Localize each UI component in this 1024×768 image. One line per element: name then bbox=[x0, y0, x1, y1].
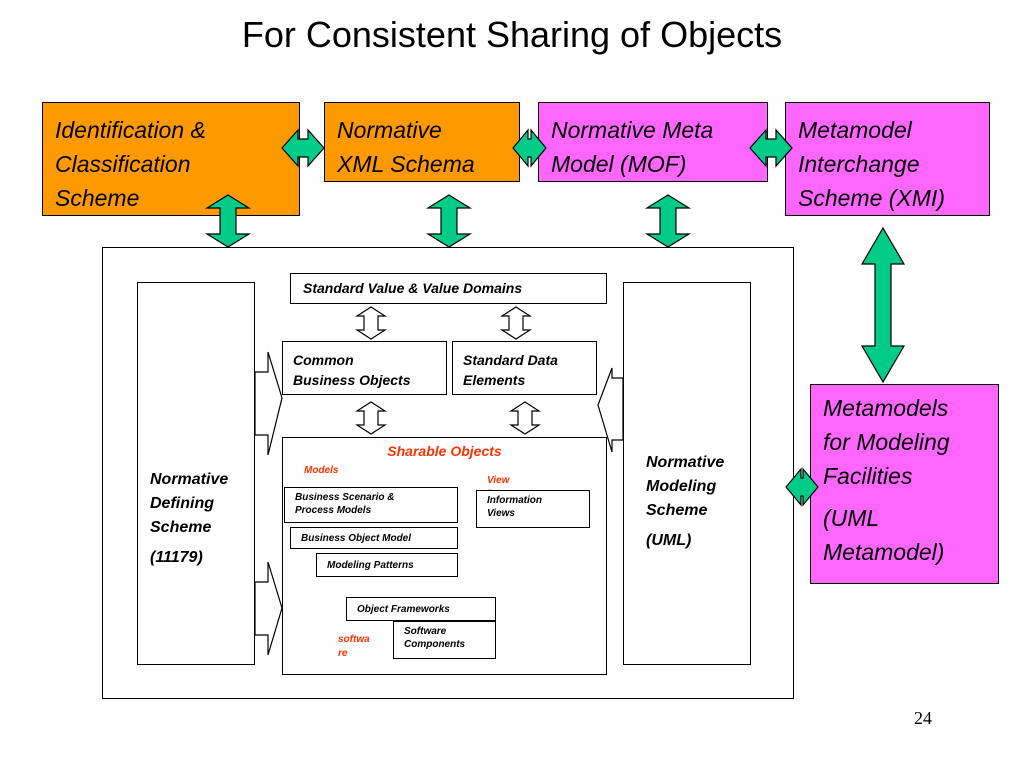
common-business-objects-box: Common Business Objects bbox=[282, 341, 447, 395]
arrow-mof-frame bbox=[644, 194, 692, 248]
arrow-metamodels-frame bbox=[785, 467, 819, 507]
models-label: Models bbox=[304, 465, 339, 476]
arrow-identification-frame bbox=[204, 194, 252, 248]
slide-title: For Consistent Sharing of Objects bbox=[241, 14, 783, 55]
arrow-mof-xmi bbox=[749, 128, 793, 168]
metamodel-interchange-box: Metamodel Interchange Scheme (XMI) bbox=[785, 102, 990, 216]
modeling-scheme-ref: (UML) bbox=[646, 532, 692, 549]
hollow-arrow-cbo-sharable bbox=[354, 401, 388, 435]
normative-defining-scheme-box: Normative Defining Scheme (11179) bbox=[137, 282, 255, 665]
hollow-arrow-defining-upper bbox=[254, 351, 283, 456]
information-views-box: Information Views bbox=[476, 490, 590, 528]
defining-scheme-ref: (11179) bbox=[150, 549, 203, 566]
normative-modeling-scheme-box: Normative Modeling Scheme (UML) bbox=[623, 282, 751, 665]
normative-xml-schema-box: Normative XML Schema bbox=[324, 102, 520, 182]
hollow-arrow-values-sde bbox=[499, 306, 533, 340]
arrow-xml-mof bbox=[512, 128, 547, 168]
arrow-xml-frame bbox=[425, 194, 473, 248]
uml-metamodel-text: (UML Metamodel) bbox=[823, 505, 945, 565]
business-scenario-box: Business Scenario & Process Models bbox=[284, 487, 458, 523]
software-label: softwa re bbox=[338, 634, 370, 659]
hollow-arrow-modeling-upper bbox=[597, 367, 624, 453]
business-object-model-box: Business Object Model bbox=[290, 527, 458, 549]
standard-data-elements-box: Standard Data Elements bbox=[452, 341, 597, 395]
modeling-scheme-label: Normative Modeling Scheme bbox=[646, 454, 725, 519]
arrow-identification-xml bbox=[281, 128, 325, 168]
hollow-arrow-values-cbo bbox=[354, 306, 388, 340]
software-components-box: Software Components bbox=[393, 621, 496, 659]
hollow-arrow-sde-sharable bbox=[508, 401, 542, 435]
modeling-patterns-box: Modeling Patterns bbox=[316, 553, 458, 577]
object-frameworks-box: Object Frameworks bbox=[346, 597, 496, 621]
identification-classification-box: Identification & Classification Scheme bbox=[42, 102, 300, 216]
standard-value-domains-box: Standard Value & Value Domains bbox=[290, 273, 607, 304]
sharable-objects-title: Sharable Objects bbox=[387, 443, 502, 459]
metamodels-box: Metamodels for Modeling Facilities (UML … bbox=[810, 384, 999, 584]
arrow-xmi-metamodels bbox=[860, 226, 906, 384]
page-number: 24 bbox=[914, 708, 932, 728]
normative-meta-model-box: Normative Meta Model (MOF) bbox=[538, 102, 768, 182]
hollow-arrow-defining-lower bbox=[254, 561, 283, 656]
metamodels-text: Metamodels for Modeling Facilities bbox=[823, 395, 950, 489]
defining-scheme-label: Normative Defining Scheme bbox=[150, 471, 229, 536]
